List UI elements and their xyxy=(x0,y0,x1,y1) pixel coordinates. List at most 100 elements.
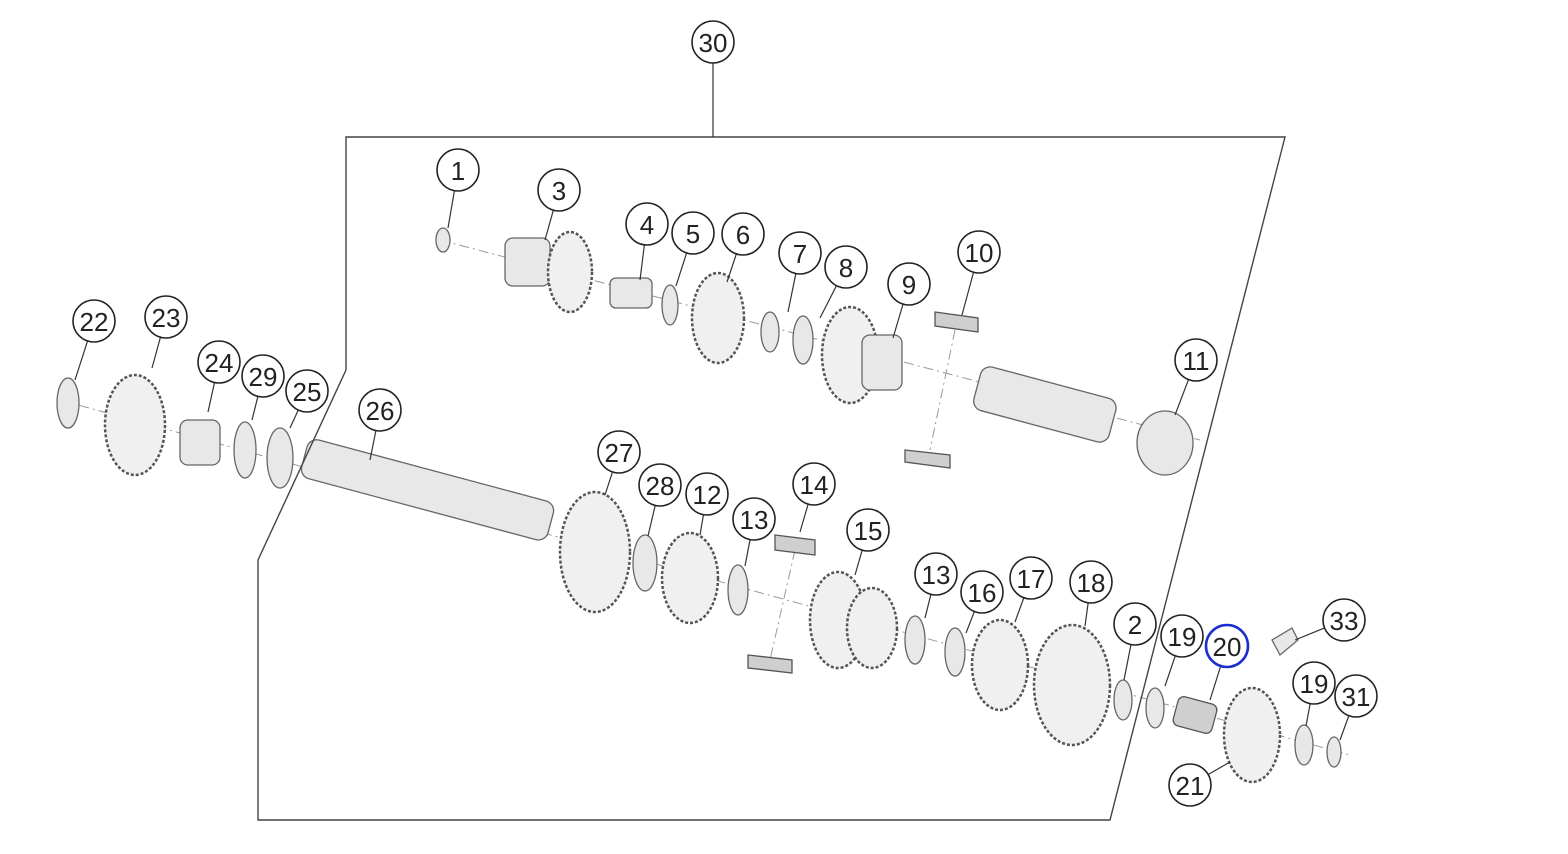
callout-19-washer[interactable]: 19 xyxy=(1160,614,1204,658)
callout-label: 6 xyxy=(736,220,750,250)
callout-9-gear[interactable]: 9 xyxy=(887,262,931,306)
callout-label: 13 xyxy=(922,560,951,590)
callout-2-washer[interactable]: 2 xyxy=(1113,602,1157,646)
callout-23-sprocket[interactable]: 23 xyxy=(144,295,188,339)
callout-circle xyxy=(1113,602,1157,646)
callout-label: 20 xyxy=(1213,632,1242,662)
leader-line-28 xyxy=(647,505,656,537)
callout-circle xyxy=(358,388,402,432)
callout-label: 1 xyxy=(451,156,465,186)
callout-circle xyxy=(241,354,285,398)
leader-line-21 xyxy=(1207,761,1231,776)
callout-30-assembly[interactable]: 30 xyxy=(691,20,735,64)
leader-line-24 xyxy=(207,382,216,413)
assembly-frame xyxy=(257,136,1286,821)
main-shaft-part-11 xyxy=(973,366,1117,443)
callout-label: 23 xyxy=(152,303,181,333)
bearing-axis-upper xyxy=(929,329,956,451)
washer-part-16 xyxy=(944,627,966,677)
leader-line-14 xyxy=(799,503,809,533)
callout-circle xyxy=(914,552,958,596)
circlip-part-1 xyxy=(435,227,451,253)
callout-29-o-ring[interactable]: 29 xyxy=(241,354,285,398)
leader-line-10 xyxy=(961,272,975,316)
callout-1-circlip[interactable]: 1 xyxy=(436,148,480,192)
callout-label: 14 xyxy=(800,470,829,500)
callout-28-washer[interactable]: 28 xyxy=(638,463,682,507)
callout-5-washer[interactable]: 5 xyxy=(671,211,715,255)
callout-circle xyxy=(285,369,329,413)
gear-part-15-b xyxy=(845,586,899,670)
callout-label: 26 xyxy=(366,396,395,426)
callout-circle xyxy=(691,20,735,64)
washer-part-25 xyxy=(266,427,294,489)
callout-circle xyxy=(1174,338,1218,382)
leader-line-9 xyxy=(892,303,904,339)
callout-circle xyxy=(197,340,241,384)
callout-circle xyxy=(625,202,669,246)
callout-label: 13 xyxy=(740,505,769,535)
callout-33-pin[interactable]: 33 xyxy=(1322,598,1366,642)
callout-label: 11 xyxy=(1183,346,1210,376)
callout-22-circlip[interactable]: 22 xyxy=(72,299,116,343)
leader-line-20 xyxy=(1209,665,1222,701)
leader-lines xyxy=(74,63,1350,776)
leader-line-13 xyxy=(744,539,751,567)
callout-31-circlip[interactable]: 31 xyxy=(1334,674,1378,718)
callout-circle xyxy=(72,299,116,343)
callout-20-needle-bearing[interactable]: 20 xyxy=(1204,623,1250,669)
callout-circle xyxy=(1334,674,1378,718)
callout-label: 12 xyxy=(693,480,722,510)
callout-circle xyxy=(1168,763,1212,807)
callout-4-bushing[interactable]: 4 xyxy=(625,202,669,246)
callout-12-gear[interactable]: 12 xyxy=(685,472,729,516)
callout-19-washer[interactable]: 19 xyxy=(1292,661,1336,705)
callout-18-gear[interactable]: 18 xyxy=(1069,560,1113,604)
callout-13-circlip[interactable]: 13 xyxy=(732,497,776,541)
callout-13-circlip[interactable]: 13 xyxy=(914,552,958,596)
leader-line-31 xyxy=(1339,715,1350,741)
callout-17-gear[interactable]: 17 xyxy=(1009,556,1053,600)
callout-circle xyxy=(1322,598,1366,642)
callout-label: 17 xyxy=(1017,564,1046,594)
callout-label: 9 xyxy=(902,270,916,300)
callout-label: 10 xyxy=(965,238,994,268)
callout-8-washer[interactable]: 8 xyxy=(824,245,868,289)
callout-27-gear[interactable]: 27 xyxy=(597,430,641,474)
callout-10-needle-bearing[interactable]: 10 xyxy=(957,230,1001,274)
callout-label: 22 xyxy=(80,307,109,337)
leader-line-3 xyxy=(544,210,554,241)
callout-circle xyxy=(732,497,776,541)
callout-label: 19 xyxy=(1168,622,1197,652)
callout-3-gear[interactable]: 3 xyxy=(537,168,581,212)
pin-part-33 xyxy=(1271,627,1299,657)
callout-circle xyxy=(597,430,641,474)
callout-label: 2 xyxy=(1128,610,1142,640)
callout-7-circlip[interactable]: 7 xyxy=(778,231,822,275)
callout-label: 28 xyxy=(646,471,675,501)
callout-25-washer[interactable]: 25 xyxy=(285,369,329,413)
callout-label: 30 xyxy=(699,28,728,58)
callout-15-gear[interactable]: 15 xyxy=(846,508,890,552)
needle-bearing-part-10-top xyxy=(934,311,979,333)
callout-14-needle-bearing[interactable]: 14 xyxy=(792,462,836,506)
callout-6-gear[interactable]: 6 xyxy=(721,212,765,256)
leader-line-12 xyxy=(699,514,705,536)
leader-line-13 xyxy=(924,594,932,619)
callout-11-main-shaft[interactable]: 11 xyxy=(1174,338,1218,382)
circlip-part-13 xyxy=(727,564,749,616)
callout-26-countershaft[interactable]: 26 xyxy=(358,388,402,432)
callout-16-washer[interactable]: 16 xyxy=(960,570,1004,614)
callout-circle xyxy=(792,462,836,506)
leader-line-18 xyxy=(1084,602,1089,627)
callout-21-gear[interactable]: 21 xyxy=(1168,763,1212,807)
leader-line-8 xyxy=(819,285,837,319)
needle-bearing-part-14-top xyxy=(774,534,816,556)
callout-circle xyxy=(846,508,890,552)
gear-part-3-hub xyxy=(504,237,551,287)
leader-line-6 xyxy=(726,253,737,283)
washer-part-19-b xyxy=(1294,724,1314,766)
leader-line-15 xyxy=(854,550,863,576)
leader-line-19 xyxy=(1305,703,1311,727)
callout-24-bushing[interactable]: 24 xyxy=(197,340,241,384)
